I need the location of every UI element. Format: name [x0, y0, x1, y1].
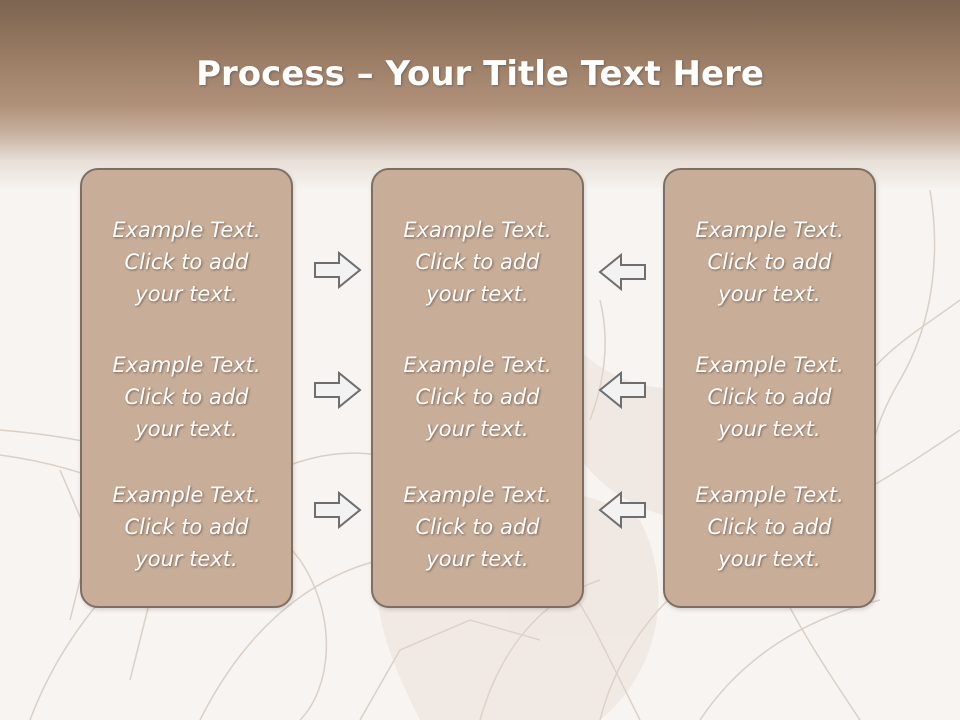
process-box-right[interactable]: Example Text. Click to add your text. Ex…: [663, 168, 876, 608]
text-placeholder[interactable]: Example Text. Click to add your text.: [695, 353, 844, 441]
text-placeholder[interactable]: Example Text. Click to add your text.: [695, 483, 844, 571]
process-box-left[interactable]: Example Text. Click to add your text. Ex…: [80, 168, 293, 608]
right-arrow-icon[interactable]: [313, 370, 363, 410]
title-bold-text: Process: [196, 54, 345, 94]
slide-title[interactable]: Process – Your Title Text Here: [0, 50, 960, 98]
text-placeholder[interactable]: Example Text. Click to add your text.: [403, 218, 552, 306]
text-placeholder[interactable]: Example Text. Click to add your text.: [695, 218, 844, 306]
text-placeholder[interactable]: Example Text. Click to add your text.: [403, 483, 552, 571]
text-placeholder[interactable]: Example Text. Click to add your text.: [403, 353, 552, 441]
text-placeholder[interactable]: Example Text. Click to add your text.: [112, 353, 261, 441]
right-arrow-icon[interactable]: [313, 490, 363, 530]
left-arrow-icon[interactable]: [597, 252, 647, 292]
text-placeholder[interactable]: Example Text. Click to add your text.: [112, 218, 261, 306]
title-banner: [0, 0, 960, 190]
left-arrow-icon[interactable]: [597, 490, 647, 530]
left-arrow-icon[interactable]: [597, 370, 647, 410]
text-placeholder[interactable]: Example Text. Click to add your text.: [112, 483, 261, 571]
right-arrow-icon[interactable]: [313, 250, 363, 290]
title-rest-text: – Your Title Text Here: [344, 54, 764, 94]
process-box-middle[interactable]: Example Text. Click to add your text. Ex…: [371, 168, 584, 608]
